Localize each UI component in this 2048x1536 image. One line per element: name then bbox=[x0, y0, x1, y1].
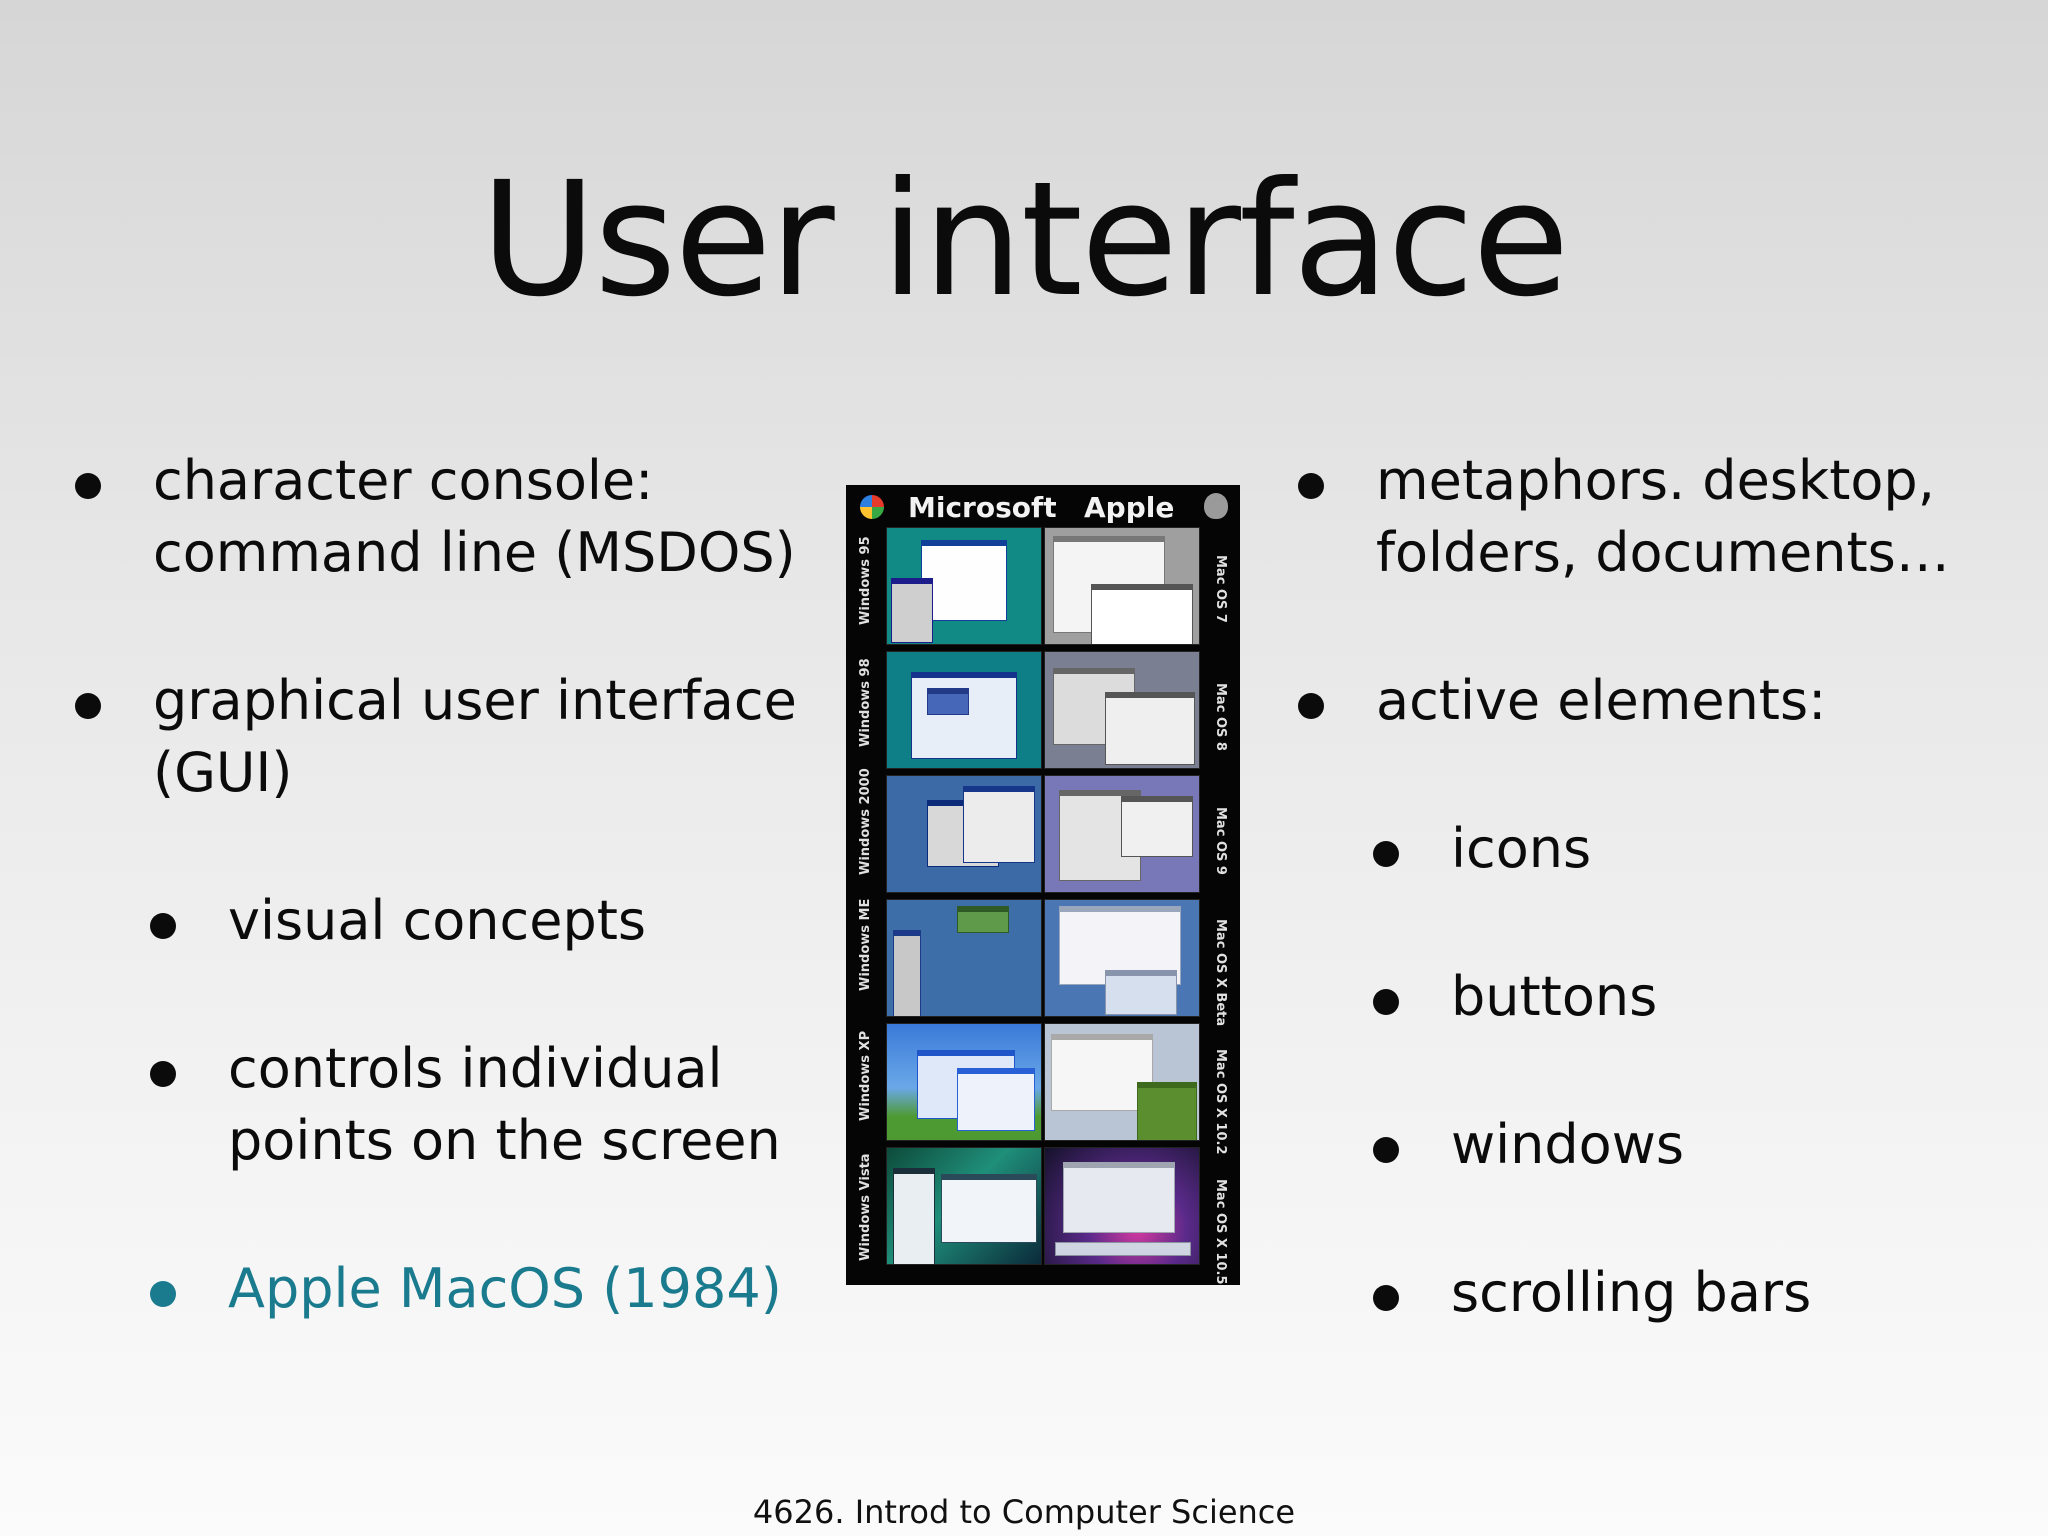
ms-version-label: Windows 2000 bbox=[858, 768, 873, 875]
screenshot-windows-xp bbox=[886, 1023, 1042, 1141]
bullet-dot bbox=[75, 473, 101, 499]
apple-version-label: Mac OS 7 bbox=[1213, 555, 1228, 623]
ms-version-label: Windows ME bbox=[858, 898, 873, 991]
screenshot-windows-me bbox=[886, 899, 1042, 1017]
bullet-line: controls individual bbox=[228, 1037, 723, 1100]
bullet-line: folders, documents… bbox=[1376, 521, 1950, 584]
bullet-line: (GUI) bbox=[153, 741, 293, 804]
ms-version-label: Windows 95 bbox=[858, 536, 873, 625]
ms-version-label: Windows XP bbox=[858, 1030, 873, 1121]
apple-version-label: Mac OS X Beta bbox=[1213, 919, 1228, 1027]
apple-logo-icon bbox=[1204, 493, 1228, 519]
bullet-line: points on the screen bbox=[228, 1109, 781, 1172]
screenshot-windows-2000 bbox=[886, 775, 1042, 893]
screenshot-mac-os-x-beta bbox=[1044, 899, 1200, 1017]
ms-version-label: Windows 98 bbox=[858, 658, 873, 747]
bullet-line: icons bbox=[1451, 817, 1592, 880]
bullet-line: graphical user interface bbox=[153, 669, 797, 732]
bullet-dot bbox=[150, 913, 176, 939]
bullet-dot bbox=[1373, 989, 1399, 1015]
apple-version-label: Mac OS 9 bbox=[1213, 807, 1228, 875]
bullet-dot bbox=[1298, 473, 1324, 499]
screenshot-mac-os-x-10-2 bbox=[1044, 1023, 1200, 1141]
image-header: Microsoft Apple bbox=[846, 485, 1240, 527]
apple-version-label: Mac OS 8 bbox=[1213, 683, 1228, 751]
bullet-dot bbox=[1298, 693, 1324, 719]
bullet-line: metaphors. desktop, bbox=[1376, 449, 1935, 512]
bullet-dot bbox=[150, 1281, 176, 1307]
apple-version-label: Mac OS X 10.2 bbox=[1213, 1049, 1228, 1155]
screenshot-windows-98 bbox=[886, 651, 1042, 769]
bullet-line: active elements: bbox=[1376, 669, 1827, 732]
bullet-line: command line (MSDOS) bbox=[153, 521, 796, 584]
apple-version-label: Mac OS X 10.5 bbox=[1213, 1179, 1228, 1285]
bullet-line: scrolling bars bbox=[1451, 1261, 1812, 1324]
windows-logo-icon bbox=[860, 495, 884, 519]
bullet-line: Apple MacOS (1984) bbox=[228, 1257, 782, 1320]
bullet-line: windows bbox=[1451, 1113, 1685, 1176]
os-history-image: Microsoft Apple Windows 95 Windows 98 Wi… bbox=[846, 485, 1240, 1285]
screenshot-mac-os-x-10-5 bbox=[1044, 1147, 1200, 1265]
ms-version-label: Windows Vista bbox=[858, 1153, 873, 1261]
bullet-dot bbox=[1373, 1285, 1399, 1311]
bullet-line: visual concepts bbox=[228, 889, 647, 952]
image-header-apple: Apple bbox=[1084, 491, 1175, 524]
bullet-dot bbox=[75, 693, 101, 719]
image-header-microsoft: Microsoft bbox=[908, 491, 1057, 524]
bullet-dot bbox=[150, 1061, 176, 1087]
slide-footer: 4626. Introd to Computer Science bbox=[752, 1493, 1296, 1531]
bullet-line: character console: bbox=[153, 449, 654, 512]
screenshot-mac-os-7 bbox=[1044, 527, 1200, 645]
screenshot-windows-vista bbox=[886, 1147, 1042, 1265]
screenshot-mac-os-8 bbox=[1044, 651, 1200, 769]
bullet-dot bbox=[1373, 841, 1399, 867]
bullet-dot bbox=[1373, 1137, 1399, 1163]
slide-title: User interface bbox=[480, 148, 1569, 332]
bullet-line: buttons bbox=[1451, 965, 1658, 1028]
screenshot-mac-os-9 bbox=[1044, 775, 1200, 893]
screenshot-windows-95 bbox=[886, 527, 1042, 645]
